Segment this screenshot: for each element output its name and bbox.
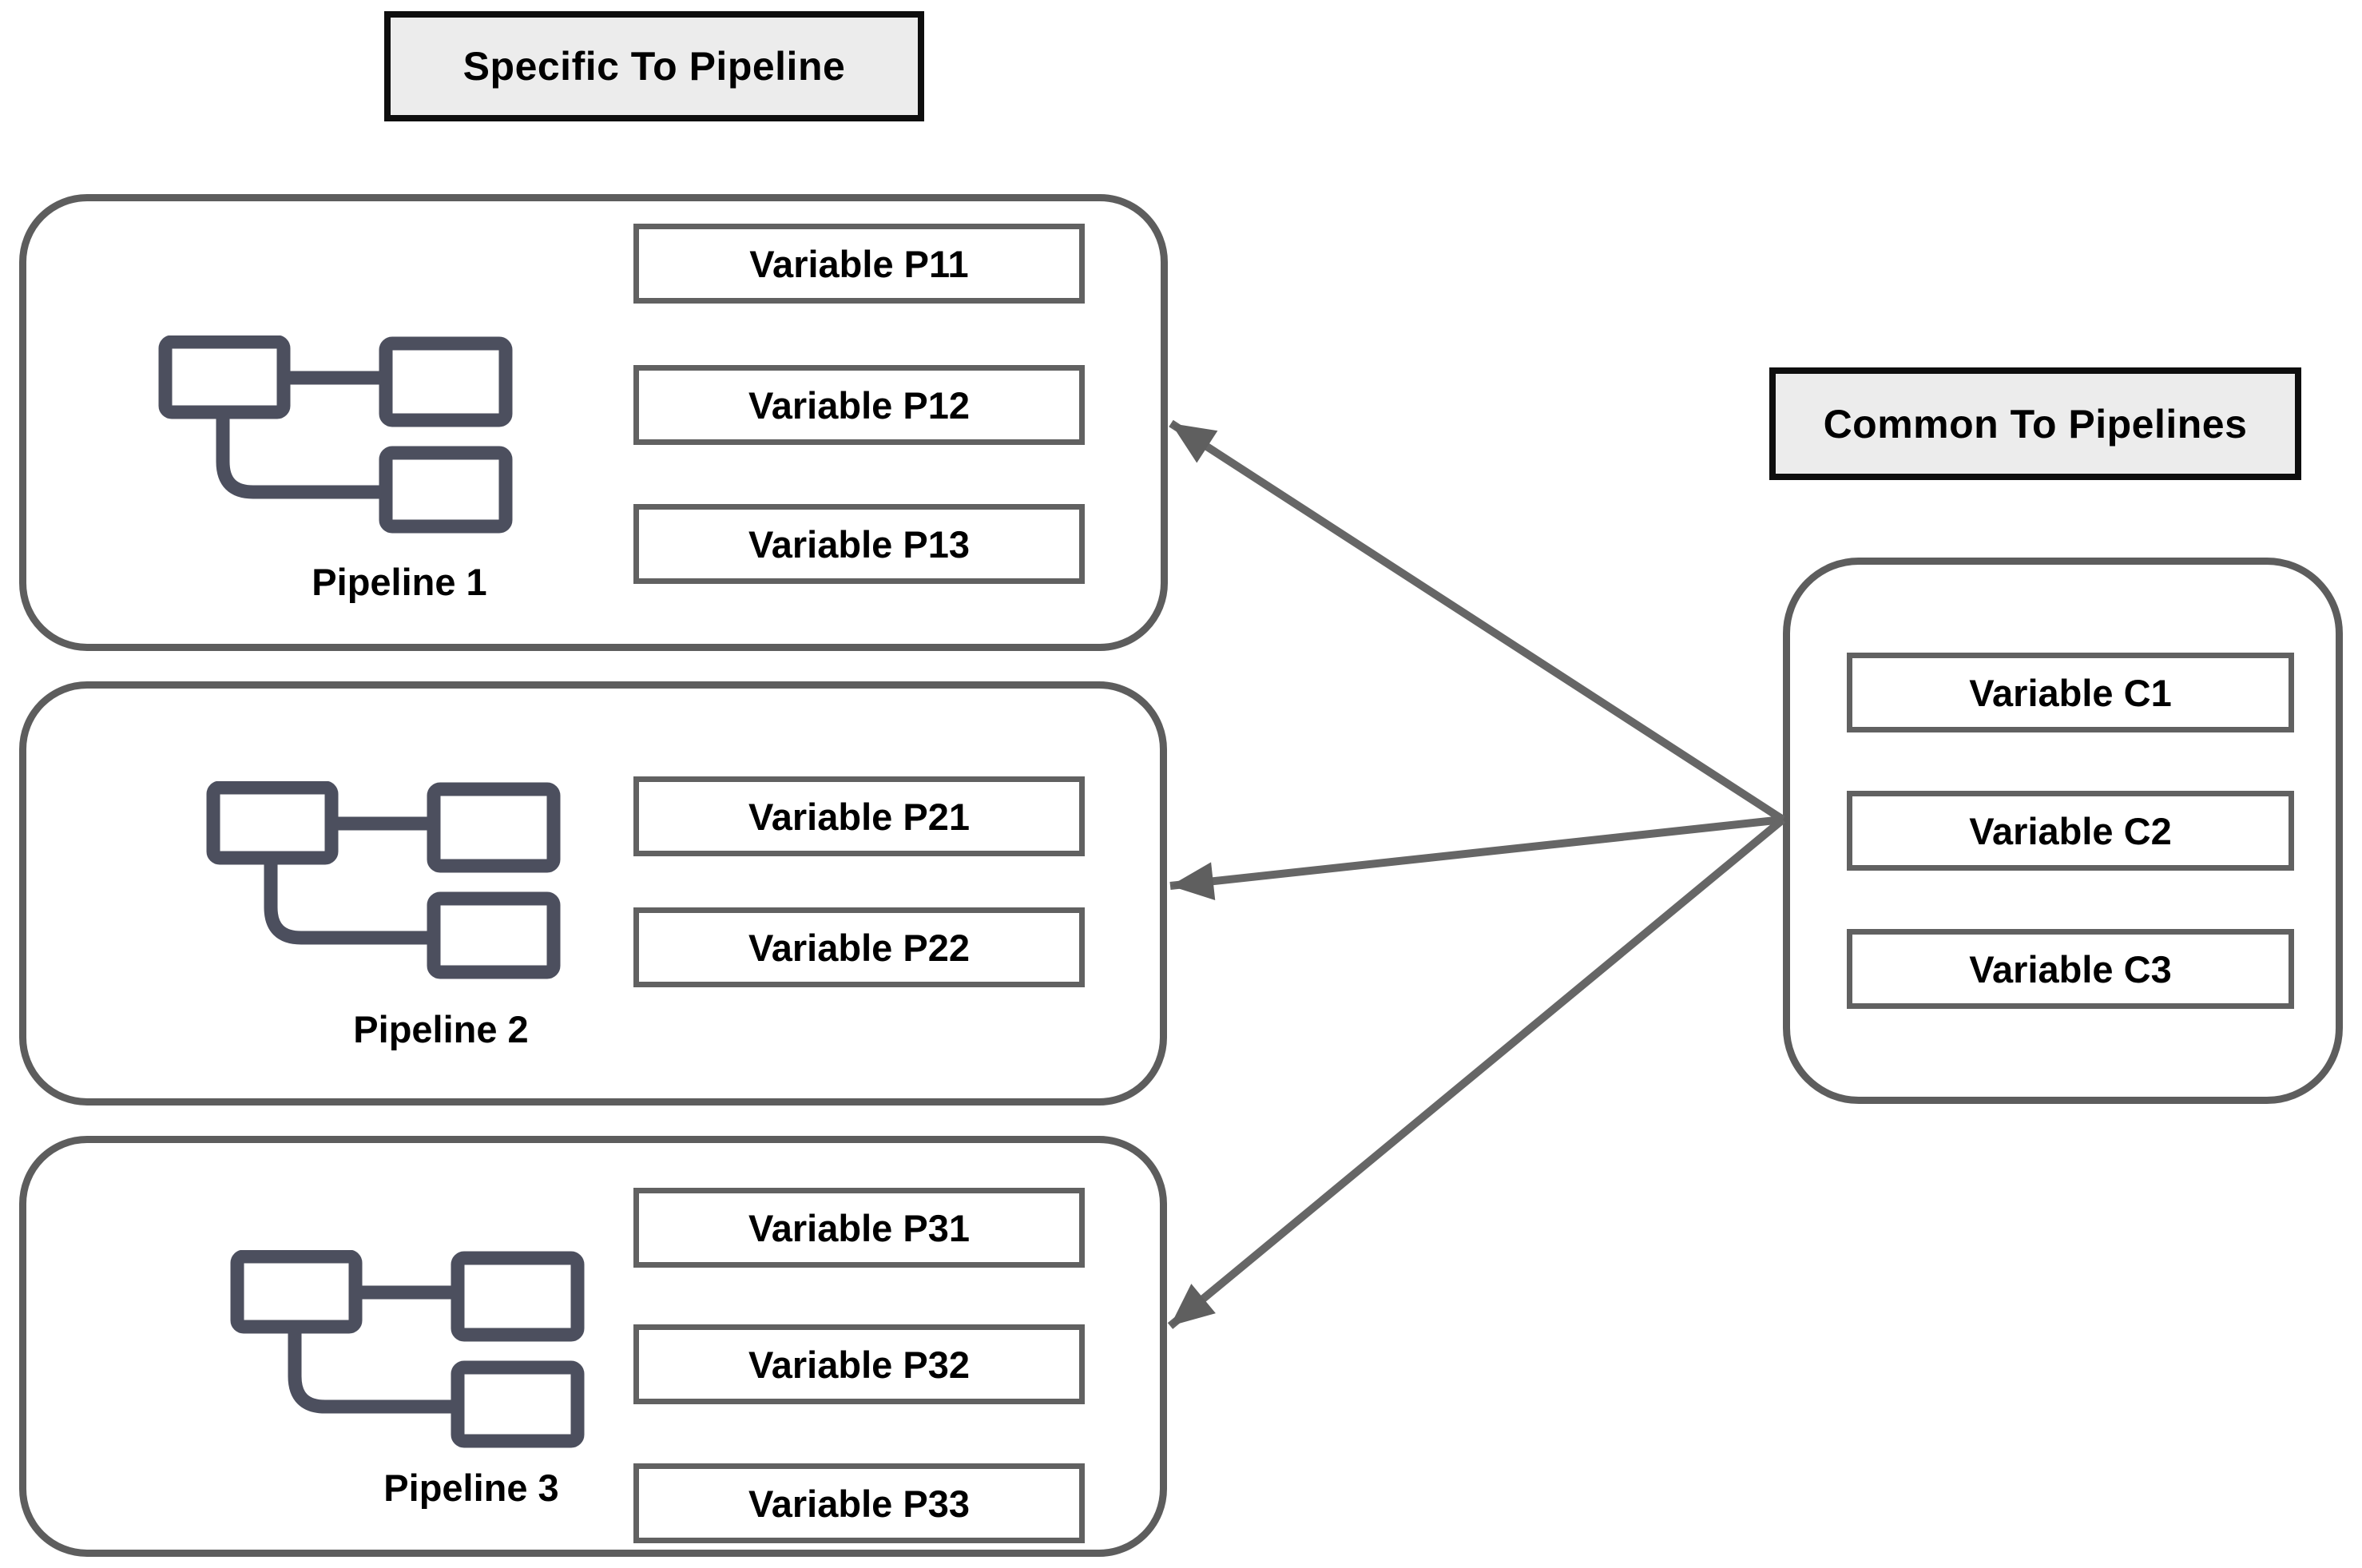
pipeline-3-label: Pipeline 3	[383, 1467, 559, 1509]
variable-box-c1: Variable C1	[1847, 653, 2294, 732]
flow-diagram-icon	[206, 781, 561, 979]
specific-to-pipeline-header: Specific To Pipeline	[384, 11, 924, 121]
variable-box-p31: Variable P31	[633, 1188, 1085, 1268]
pipeline-1-label: Pipeline 1	[312, 561, 487, 603]
common-to-pipelines-header: Common To Pipelines	[1769, 367, 2301, 480]
variable-box-p32: Variable P32	[633, 1324, 1085, 1404]
specific-header-label: Specific To Pipeline	[462, 44, 846, 89]
variable-box-c3: Variable C3	[1847, 929, 2294, 1009]
arrow-common-to-pipeline-2	[1169, 816, 1784, 901]
variable-box-p33: Variable P33	[633, 1463, 1085, 1543]
arrow-common-to-pipeline-1	[1169, 419, 1785, 824]
arrow-common-to-pipeline-3	[1167, 816, 1786, 1329]
variable-box-p21: Variable P21	[633, 776, 1085, 856]
pipeline-2-box	[19, 681, 1167, 1106]
variable-box-p13: Variable P13	[633, 504, 1085, 584]
pipeline-2-label: Pipeline 2	[353, 1008, 529, 1050]
variable-box-p11: Variable P11	[633, 224, 1085, 304]
variable-box-p22: Variable P22	[633, 907, 1085, 987]
variable-box-p12: Variable P12	[633, 365, 1085, 445]
variable-box-c2: Variable C2	[1847, 791, 2294, 871]
common-header-label: Common To Pipelines	[1823, 401, 2248, 447]
flow-diagram-icon	[158, 335, 513, 534]
flow-diagram-icon	[230, 1250, 585, 1448]
